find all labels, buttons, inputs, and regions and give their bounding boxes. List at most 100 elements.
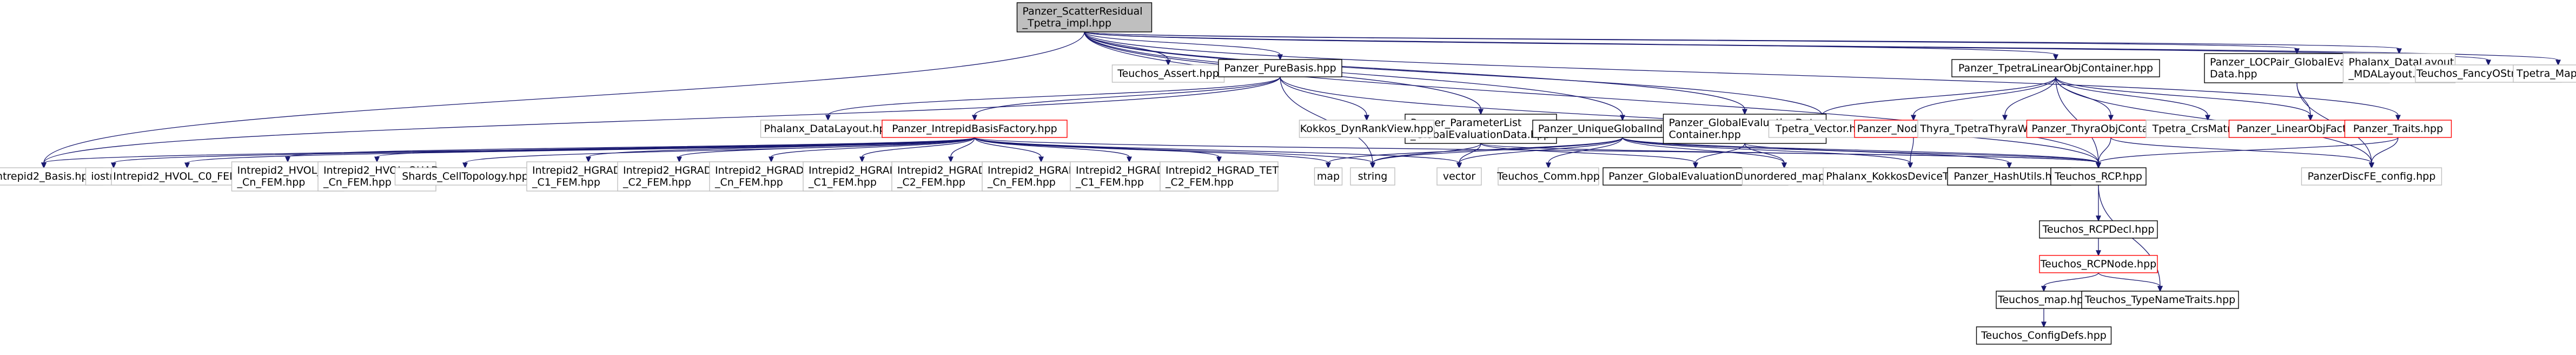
edge-arrowhead xyxy=(2157,286,2163,292)
node-label: Teuchos_RCP.hpp xyxy=(2054,170,2142,182)
edge-line xyxy=(1480,143,2099,163)
node-label: Panzer_ScatterResidual xyxy=(1023,5,1143,17)
edge-root-to-ged-container xyxy=(1084,31,1748,115)
edge-thyra-obj-to-panzer-config xyxy=(2110,137,2375,169)
graph-node-traits[interactable]: Panzer_Traits.hpp xyxy=(2344,120,2452,138)
graph-node-string: string xyxy=(1350,167,1395,186)
node-label: _C1_FEM.hpp xyxy=(532,176,600,188)
edge-rcp-decl-to-rcp-node xyxy=(2095,238,2102,257)
graph-node-config-defs[interactable]: Teuchos_ConfigDefs.hpp xyxy=(1976,326,2112,345)
node-label: _C1_FEM.hpp xyxy=(808,176,877,188)
graph-node-teuchos-map[interactable]: Teuchos_map.hpp xyxy=(1996,291,2092,309)
edge-traits-to-panzer-config xyxy=(2368,137,2399,169)
graph-node-teuchos-rcp[interactable]: Teuchos_RCP.hpp xyxy=(2050,167,2147,186)
edge-line xyxy=(2098,137,2111,163)
edge-line xyxy=(2371,137,2399,163)
node-label: PanzerDiscFE_config.hpp xyxy=(2308,170,2436,182)
node-label: Panzer_LOCPair_GlobalEvaluation xyxy=(2210,56,2381,68)
node-box xyxy=(2344,120,2452,138)
edge-arrowhead xyxy=(1325,162,1332,169)
edge-line xyxy=(950,137,975,157)
edge-arrowhead xyxy=(1478,109,1484,115)
node-label: Tpetra_Vector.hpp xyxy=(1775,123,1869,135)
edge-arrowhead xyxy=(768,156,774,163)
node-label: Teuchos_map.hpp xyxy=(1997,294,2090,306)
node-label: Intrepid2_Basis.hpp xyxy=(0,170,95,182)
edge-arrowhead xyxy=(2006,162,2012,169)
graph-node-tpetra-map: Tpetra_Map.hpp xyxy=(2513,64,2576,83)
edge-line xyxy=(1622,137,2099,163)
graph-node-intrepid-factory[interactable]: Panzer_IntrepidBasisFactory.hpp xyxy=(882,120,1068,138)
node-label: string xyxy=(1358,170,1388,182)
edge-intrepid-factory-to-hgrad-quad-c2 xyxy=(676,137,975,163)
edge-arrowhead xyxy=(2095,215,2102,222)
edge-line xyxy=(1084,31,2399,116)
graph-node-phx-datalayout: Phalanx_DataLayout.hpp xyxy=(760,120,896,138)
graph-node-root[interactable]: Panzer_ScatterResidual_Tpetra_impl.hpp xyxy=(1016,2,1153,32)
edge-line xyxy=(1084,31,2559,61)
edge-unique-gi-to-vector xyxy=(1456,137,1623,169)
edge-intrepid-factory-to-hgrad-hex-c1 xyxy=(859,137,975,163)
graph-node-hgrad-tet-c2: Intrepid2_HGRAD_TET_C2_FEM.hpp xyxy=(1160,161,1279,192)
edge-arrowhead xyxy=(1781,162,1787,169)
edge-line xyxy=(1372,137,1623,163)
edge-tpetra-loc-to-tpetra-crs xyxy=(2055,76,2211,121)
edge-arrowhead xyxy=(825,115,831,121)
node-box xyxy=(2513,64,2576,83)
node-label: unordered_map xyxy=(1744,170,1825,182)
node-label: Tpetra_Map.hpp xyxy=(2516,68,2576,80)
edge-intrepid-factory-to-hgrad-hex-cn xyxy=(974,137,1044,163)
edge-arrowhead xyxy=(2095,162,2102,169)
edge-line xyxy=(1459,143,1481,163)
edge-line xyxy=(974,76,1281,116)
edge-pure-basis-to-phx-datalayout xyxy=(825,76,1281,121)
edge-arrowhead xyxy=(1038,156,1044,163)
node-box xyxy=(1498,167,1599,186)
edge-arrowhead xyxy=(1363,115,1370,121)
graph-node-tpetra-loc[interactable]: Panzer_TpetraLinearObjContainer.hpp xyxy=(1951,59,2160,77)
node-label: _Tpetra_impl.hpp xyxy=(1022,17,1112,29)
edge-line xyxy=(2004,76,2056,116)
edge-line xyxy=(588,137,975,157)
edge-intrepid-factory-to-hgrad-quad-c1 xyxy=(585,137,975,163)
edge-arrowhead xyxy=(2485,60,2492,66)
graph-node-pure-basis[interactable]: Panzer_PureBasis.hpp xyxy=(1218,59,1342,77)
node-label: Teuchos_ConfigDefs.hpp xyxy=(1981,330,2107,341)
edge-arrowhead xyxy=(110,162,117,169)
graph-node-rcp-node[interactable]: Teuchos_RCPNode.hpp xyxy=(2039,255,2158,273)
node-label: Teuchos_RCPNode.hpp xyxy=(2040,258,2156,270)
graph-node-type-name-traits[interactable]: Teuchos_TypeNameTraits.hpp xyxy=(2081,291,2239,309)
node-label: Panzer_HashUtils.hpp xyxy=(1953,170,2064,182)
edge-traits-to-teuchos-rcp xyxy=(2095,137,2399,169)
graph-node-rcp-decl[interactable]: Teuchos_RCPDecl.hpp xyxy=(2039,220,2158,239)
edge-line xyxy=(1084,31,2099,163)
edge-arrowhead xyxy=(2041,286,2047,292)
edge-line xyxy=(376,137,975,157)
edge-arrowhead xyxy=(2395,115,2401,121)
edge-line xyxy=(43,31,1085,163)
node-label: Intrepid2_HVOL_C0_FEM.hpp xyxy=(113,170,261,182)
node-box xyxy=(1160,161,1279,192)
edge-line xyxy=(1084,31,1745,110)
node-box xyxy=(1314,167,1343,186)
node-label: Teuchos_TypeNameTraits.hpp xyxy=(2084,294,2235,306)
edge-line xyxy=(974,137,1220,157)
edge-line xyxy=(1084,31,1823,116)
edge-teuchos-map-to-config-defs xyxy=(2041,308,2047,328)
edge-arrowhead xyxy=(676,156,683,163)
edge-root-to-phx-mdalayout xyxy=(1084,31,2402,55)
edge-line xyxy=(1372,143,1481,163)
edge-line xyxy=(2043,272,2099,287)
node-label: _Cn_FEM.hpp xyxy=(714,176,783,188)
edge-line xyxy=(1480,143,1696,163)
edge-arrowhead xyxy=(2041,321,2047,328)
node-label: _C2_FEM.hpp xyxy=(623,176,691,188)
edge-arrowhead xyxy=(1741,109,1748,115)
edge-line xyxy=(1459,137,1623,163)
edge-line xyxy=(1084,31,1623,116)
graph-node-hash-utils[interactable]: Panzer_HashUtils.hpp xyxy=(1947,167,2071,186)
edge-arrowhead xyxy=(2052,54,2059,61)
edge-tpetra-loc-to-lof xyxy=(2055,76,2314,121)
edge-arrowhead xyxy=(1277,54,1283,61)
